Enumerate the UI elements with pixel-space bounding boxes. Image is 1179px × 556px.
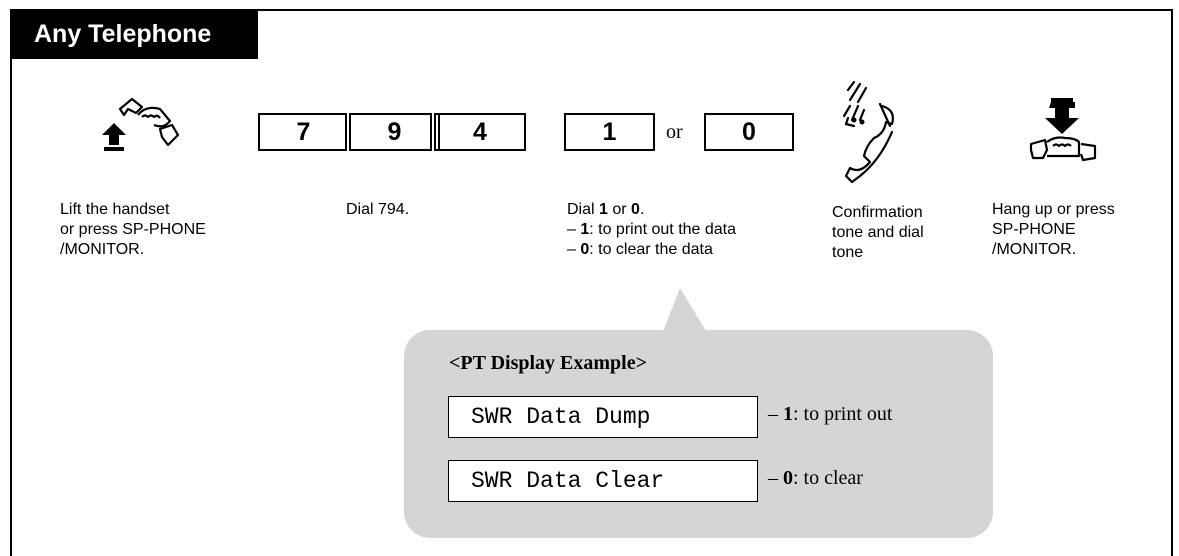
hang-up-icon [1029, 98, 1097, 162]
key-1: 1 [564, 113, 655, 151]
hang-up-instruction: Hang up or press SP-PHONE /MONITOR. [992, 201, 1115, 258]
lift-handset-icon [102, 97, 180, 151]
key-4: 4 [434, 113, 526, 151]
ringing-handset-icon [842, 80, 894, 184]
lcd-note-print: – 1: to print out [768, 403, 893, 425]
pt-display-example-title: <PT Display Example> [449, 352, 648, 374]
dial-794-instruction: Dial 794. [346, 201, 410, 218]
section-header: Any Telephone [10, 9, 258, 59]
content-frame [10, 9, 1173, 556]
key-9: 9 [349, 113, 440, 151]
lcd-swr-data-clear: SWR Data Clear [448, 460, 758, 502]
lcd-note-clear: – 0: to clear [768, 467, 863, 489]
key-0: 0 [704, 113, 794, 151]
lift-handset-instruction: Lift the handset or press SP-PHONE /MONI… [60, 201, 206, 258]
callout-pointer [662, 288, 708, 334]
key-divider [430, 113, 436, 151]
key-7: 7 [258, 113, 349, 151]
confirmation-tone-text: Confirmation tone and dial tone [832, 204, 924, 261]
key-divider [345, 113, 351, 151]
or-label: or [666, 121, 683, 143]
dial-option-instruction: Dial 1 or 0. – 1: to print out the data … [567, 201, 737, 258]
lcd-swr-data-dump: SWR Data Dump [448, 396, 758, 438]
